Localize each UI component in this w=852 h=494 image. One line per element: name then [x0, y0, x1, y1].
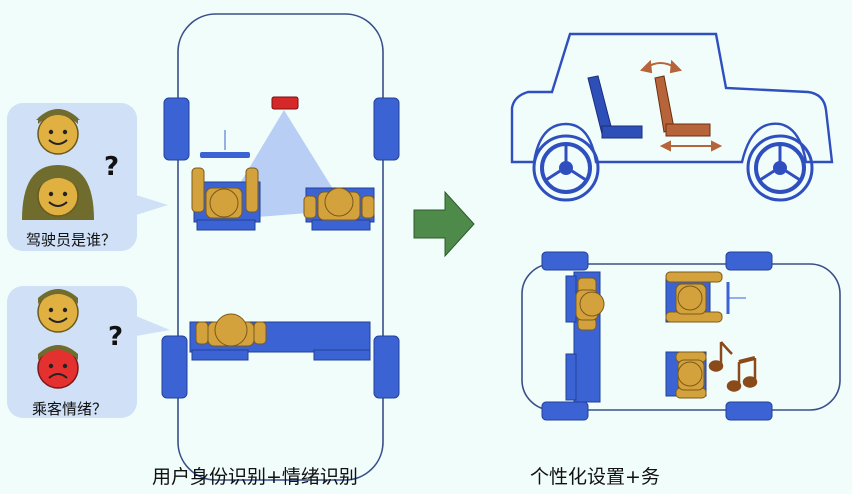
question-mark-passenger: ?: [108, 322, 124, 352]
camera-icon: [271, 96, 299, 110]
right-caption: 个性化设置+务: [530, 466, 660, 488]
passenger-bubble-tail: [136, 316, 170, 336]
car-top-outline: [177, 13, 384, 481]
passenger-seat-top-right: [665, 351, 707, 399]
wheel: [725, 401, 773, 421]
driver-seat-top-right: [665, 271, 746, 323]
steering-wheel: [200, 152, 250, 158]
wheel: [373, 97, 400, 161]
wheel: [161, 335, 188, 399]
side-view-adjusted-seat: [654, 75, 711, 137]
wheel: [373, 335, 400, 399]
passenger-question-text: 乘客情绪？: [32, 400, 108, 418]
question-mark-driver: ?: [104, 152, 120, 182]
car-side-view: [510, 32, 834, 202]
wheel: [725, 251, 773, 271]
smiley-face-icon: [37, 289, 79, 333]
right-arrow-icon: [413, 190, 475, 258]
left-caption: 用户身份识别+情绪识别: [152, 466, 358, 488]
rear-seat: [189, 313, 371, 361]
driver-question-text: 驾驶员是谁？: [26, 231, 117, 249]
sad-face-icon: [37, 345, 79, 389]
driver-bubble-tail: [136, 195, 168, 215]
smiley-face-long-hair-icon: [22, 165, 94, 220]
wheel: [541, 251, 589, 271]
front-passenger-seat: [303, 187, 375, 231]
side-view-blue-seat: [587, 75, 643, 139]
car-top-outline-right: [521, 263, 841, 411]
smiley-face-icon: [36, 109, 80, 155]
rear-seat-top-right: [565, 271, 605, 403]
wheel: [163, 97, 190, 161]
driver-seat: [191, 167, 261, 231]
seat-adjust-arrow-icon: [640, 59, 723, 152]
wheel: [541, 401, 589, 421]
music-note-icon: [708, 341, 758, 392]
